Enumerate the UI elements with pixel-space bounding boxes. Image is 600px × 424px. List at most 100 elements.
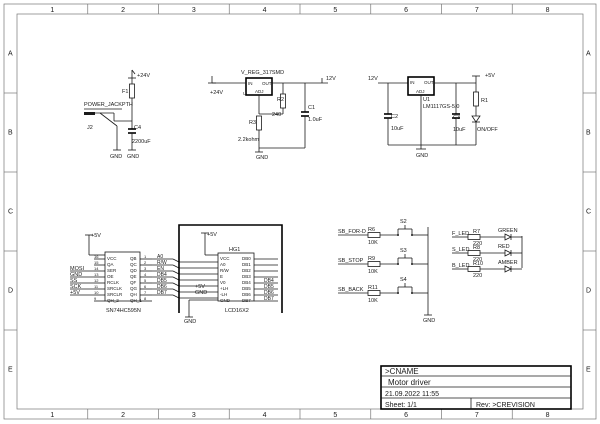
- lcd-db-label: DB7: [264, 296, 274, 302]
- title-block: >CNAME Motor driver 21.09.2022 11:55 She…: [380, 365, 572, 410]
- frame-column-label: 5: [333, 7, 337, 14]
- led-net-label: F_LED: [452, 231, 469, 237]
- lcd-gnd: GND: [184, 319, 196, 325]
- power-jack-ref: J2: [87, 125, 93, 131]
- lcd-net-gnd: GND: [195, 290, 207, 296]
- shift-register-pin-number: 3: [144, 266, 147, 271]
- lcd-pin-right: DB3: [242, 274, 251, 279]
- led-diode-symbol: [504, 265, 512, 273]
- shift-register-pin-number: 1: [144, 254, 147, 259]
- ldo-supply-out: +5V: [485, 73, 495, 79]
- vreg-supply-out: 12V: [326, 76, 336, 82]
- lcd-outline: [178, 224, 283, 313]
- led-net-label: B_LED: [452, 263, 469, 269]
- lcd-pin-right: DB6: [242, 292, 251, 297]
- bus-net-label: R/W: [157, 260, 167, 266]
- frame-row-label: E: [8, 367, 13, 374]
- r2-ref: R2: [277, 97, 284, 103]
- frame-column-label: 7: [475, 412, 479, 419]
- frame-column-label: 2: [121, 7, 125, 14]
- button-resistor-value: 10K: [368, 298, 378, 304]
- shift-register-section: +5V VCC16QA15SER14OE13RCLK12SRCLK11SRCLR…: [70, 233, 152, 314]
- frame-column-label: 4: [263, 7, 267, 14]
- led-color-label: AMBER: [498, 260, 518, 266]
- frame-row-label: C: [8, 209, 13, 216]
- led-net-label: S_LED: [452, 247, 469, 253]
- c4-value: 2200uF: [132, 139, 151, 145]
- led-resistor-symbol: [467, 250, 481, 256]
- frame-row-label: C: [586, 209, 591, 216]
- power-jack-gnd-1: GND: [110, 154, 122, 160]
- ldo-value: LM1117GS-5.0: [423, 104, 459, 110]
- lcd-pin-left: A0: [220, 262, 226, 267]
- ldo-out-pin: OUT: [424, 80, 434, 85]
- c4-ref: C4: [134, 125, 141, 131]
- c3-ref: C3: [453, 115, 460, 121]
- c1-value: 1.0uF: [308, 117, 323, 123]
- regulator-5v-gnd: GND: [416, 153, 428, 159]
- led-resistor-symbol: [467, 234, 481, 240]
- r1-ref: R1: [481, 98, 488, 104]
- shift-register-pin-number: 7: [144, 290, 147, 295]
- button-switch-ref: S3: [400, 248, 407, 254]
- vreg-adj-pin: ADJ: [255, 89, 264, 94]
- vreg-in-pin: IN: [248, 81, 253, 86]
- ldo-ref: U1: [423, 97, 430, 103]
- frame-column-label: 7: [475, 7, 479, 14]
- lcd-supply: +5V: [207, 232, 217, 238]
- lcd-pin-right: DB2: [242, 268, 251, 273]
- lcd-pin-left: GND: [220, 298, 231, 303]
- title-block-date: 21.09.2022 11:55: [385, 391, 439, 398]
- button-resistor-symbol: [367, 232, 381, 238]
- lcd-db-label: DB6: [264, 290, 274, 296]
- frame-row-label: D: [8, 288, 13, 295]
- shift-register-pin-right: QH: [130, 292, 137, 297]
- r3-value: 2.2kohm: [238, 137, 260, 143]
- led-resistor-ref: R8: [473, 245, 480, 251]
- title-block-title: Motor driver: [388, 378, 431, 387]
- shift-register-pin-number: 16: [94, 254, 99, 259]
- frame-row-label: E: [586, 367, 591, 374]
- lcd-pin-right: DB4: [242, 280, 251, 285]
- shift-register-body: [104, 251, 141, 302]
- power-jack-gnd-2: GND: [127, 154, 139, 160]
- shift-register-pin-number: 5: [144, 278, 147, 283]
- button-resistor-ref: R6: [368, 227, 375, 233]
- r3-symbol: [256, 115, 262, 131]
- led-resistor-value: 220: [473, 241, 482, 247]
- r2-value: 240: [272, 112, 281, 118]
- button-resistor-ref: R9: [368, 256, 375, 262]
- frame-column-label: 4: [263, 412, 267, 419]
- fuse-symbol: [129, 83, 135, 99]
- button-switch-ref: S4: [400, 277, 407, 283]
- lcd-pin-right: DB5: [242, 286, 251, 291]
- button-net-label: SB_BACK: [338, 287, 364, 293]
- button-resistor-symbol: [367, 290, 381, 296]
- shift-register-pin-left: SER: [107, 268, 117, 273]
- button-resistor-ref: R11: [368, 285, 378, 291]
- led-resistor-value: 220: [473, 273, 482, 279]
- lcd-net-5v: +5V: [195, 284, 205, 290]
- frame-column-label: 6: [404, 412, 408, 419]
- c2-ref: C2: [391, 114, 398, 120]
- title-block-name: >CNAME: [385, 367, 419, 376]
- frame-column-label: 1: [50, 412, 54, 419]
- frame-column-label: 8: [546, 412, 550, 419]
- shift-register-pin-number: 13: [94, 272, 99, 277]
- r3-ref: R3: [249, 120, 256, 126]
- shift-register-pin-left: QH_2: [107, 298, 119, 303]
- shift-register-pin-right: QH_1: [130, 298, 142, 303]
- lcd-pin-left: VCC: [220, 256, 230, 261]
- shift-register-pin-right: QC: [130, 262, 138, 267]
- lcd-db-label: DB5: [264, 284, 274, 290]
- led-color-label: RED: [498, 244, 510, 250]
- button-net-label: SB_FOR-D: [338, 229, 366, 235]
- bus-net-label: DB6: [157, 284, 167, 290]
- c2-value: 10uF: [391, 126, 404, 132]
- lcd-pin-right: DB1: [242, 262, 251, 267]
- bus-net-label: DB4: [157, 272, 167, 278]
- shift-register-input-label: SCK: [70, 284, 82, 290]
